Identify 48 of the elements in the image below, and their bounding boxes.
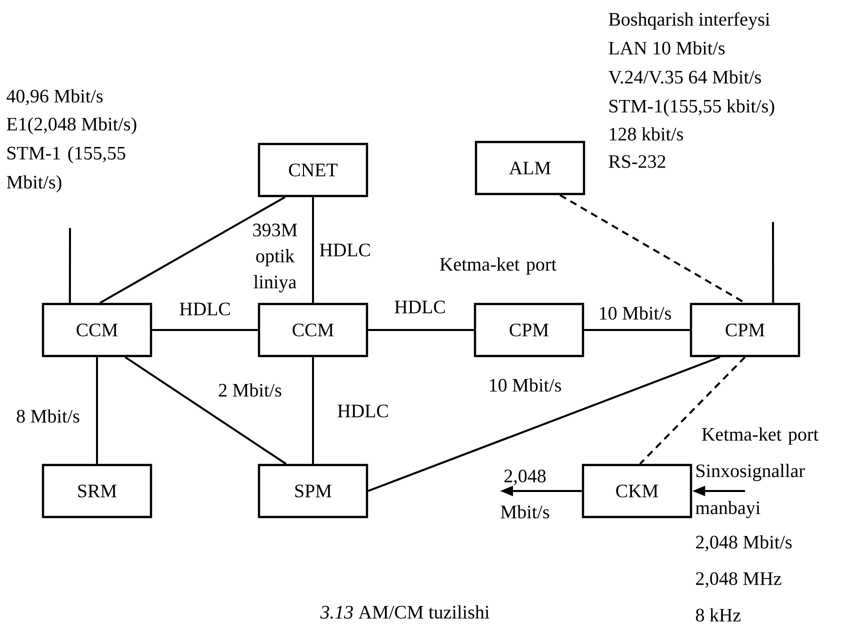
note-text: STM-1(155,55 kbit/s) — [609, 99, 774, 116]
note-text: 2,048 MHz — [696, 572, 782, 588]
note-text: LAN 10 Mbit/s — [608, 41, 725, 55]
module-box: SRM — [42, 464, 152, 518]
note-text: 393M optik liniya — [253, 224, 298, 292]
note-text: RS-232 — [608, 155, 666, 168]
link-line — [312, 197, 314, 303]
note-text: Boshqarish interfeysi — [608, 12, 770, 30]
note-text: 40,96 Mbit/s — [6, 89, 103, 106]
module-box: CCM — [258, 302, 368, 358]
link-line — [100, 196, 286, 304]
link-line — [584, 329, 690, 331]
module-box: CCM — [42, 302, 152, 358]
module-box: CKM — [582, 464, 692, 518]
edge-label: 10 Mbit/s — [597, 305, 673, 321]
antenna-line — [772, 222, 774, 303]
antenna-line — [68, 228, 71, 303]
link-line — [96, 357, 98, 464]
link-line — [124, 356, 287, 465]
module-box: CNET — [258, 142, 368, 198]
link-line — [639, 356, 746, 465]
edge-label: 2 Mbit/s — [217, 382, 283, 398]
note-text: E1(2,048 Mbit/s) — [6, 117, 136, 134]
edge-label: HDLC — [393, 300, 447, 314]
edge-label: HDLC — [336, 404, 390, 418]
link-line — [368, 356, 720, 492]
edge-label: 10 Mbit/s — [487, 377, 563, 393]
note-text: V.24/V.35 64 Mbit/s — [608, 70, 761, 84]
source-text: Sinxosignallar manbayi — [696, 464, 805, 518]
link-line — [312, 357, 314, 464]
link-line — [560, 194, 746, 304]
module-box: CPM — [690, 302, 800, 358]
module-box: SPM — [258, 464, 368, 518]
link-line — [152, 329, 258, 331]
note-text: 8 kHz — [696, 608, 741, 622]
edge-label: 2,048 Mbit/s — [500, 470, 550, 518]
link-line — [368, 329, 474, 331]
note-text: 2,048 Mbit/s — [696, 535, 792, 552]
note-text: 128 kbit/s — [610, 127, 683, 141]
module-box: CPM — [474, 302, 584, 358]
edge-label: 8 Mbit/s — [15, 408, 81, 424]
edge-label: HDLC — [318, 242, 372, 258]
edge-label: HDLC — [178, 302, 232, 316]
edge-label: Ketma-ket port — [437, 256, 559, 276]
edge-label: Ketma-ket port — [699, 426, 821, 446]
note-text: STM-1 (155,55 Mbit/s) — [6, 146, 126, 192]
caption: 3.13 AM/CM tuzilishi — [320, 605, 490, 619]
module-box: ALM — [474, 140, 586, 196]
